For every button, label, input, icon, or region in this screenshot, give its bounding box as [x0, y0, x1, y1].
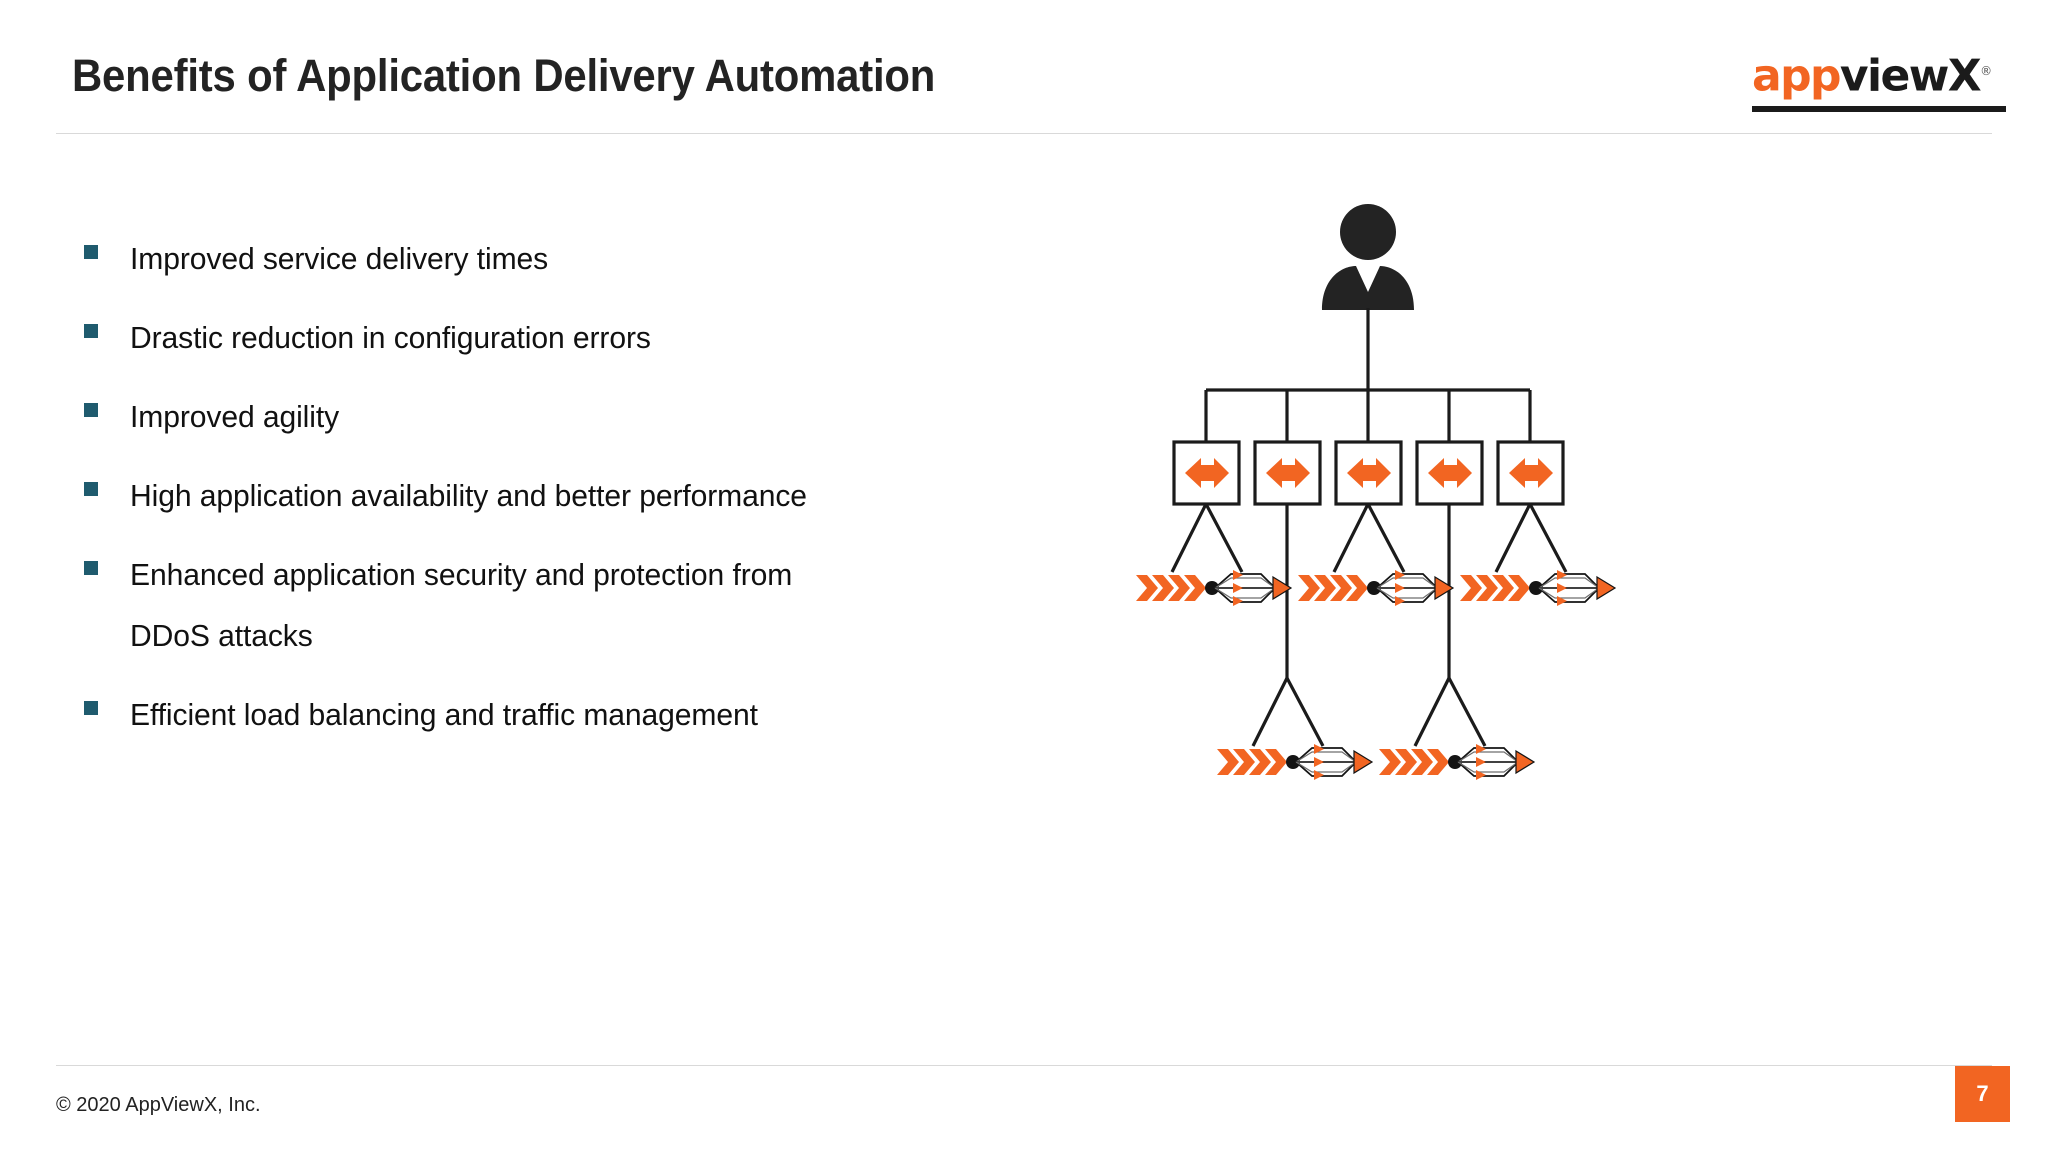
bullet-square-icon [84, 561, 98, 575]
lower-device-row [1217, 743, 1535, 781]
lower-trunk-connectors [1251, 504, 1487, 747]
page-title: Benefits of Application Delivery Automat… [72, 50, 936, 101]
bullet-square-icon [84, 245, 98, 259]
firewall-chevrons-icon [1217, 749, 1287, 775]
page-number-badge: 7 [1955, 1066, 2010, 1122]
switch-box [1496, 440, 1565, 506]
logo-viewx-text: viewX [1839, 50, 1982, 102]
switch-box [1334, 440, 1403, 506]
load-balancer-icon [1204, 569, 1292, 607]
footer-divider [56, 1065, 1992, 1066]
upper-device-row [1136, 569, 1616, 607]
registered-trademark-icon: ® [1980, 64, 1993, 78]
switch-boxes-group [1172, 440, 1565, 506]
list-item: Drastic reduction in configuration error… [84, 307, 904, 368]
list-item-label: Efficient load balancing and traffic man… [130, 697, 758, 732]
list-item: Enhanced application security and protec… [84, 544, 904, 666]
logo-wordmark: appviewX® [1752, 44, 2008, 104]
upper-branch-connectors [1170, 503, 1568, 573]
load-balancer-icon [1285, 743, 1373, 781]
user-person-icon [1322, 204, 1414, 310]
list-item-label: Improved agility [130, 399, 340, 434]
switch-box [1253, 440, 1322, 506]
bullet-square-icon [84, 482, 98, 496]
load-balancer-icon [1447, 743, 1535, 781]
list-item: Efficient load balancing and traffic man… [84, 684, 904, 745]
bullet-square-icon [84, 701, 98, 715]
firewall-chevrons-icon [1136, 575, 1206, 601]
logo-underline [1752, 106, 2006, 112]
list-item: High application availability and better… [84, 465, 904, 526]
header-divider [56, 133, 1992, 134]
slide-header: Benefits of Application Delivery Automat… [0, 0, 2048, 140]
copyright-text: © 2020 AppViewX, Inc. [56, 1094, 261, 1116]
list-item-label: Enhanced application security and protec… [130, 557, 793, 653]
topology-connectors [1204, 308, 1532, 442]
logo-app-text: app [1752, 50, 1841, 102]
list-item: Improved service delivery times [84, 228, 904, 289]
load-balancer-icon [1528, 569, 1616, 607]
list-item-label: Drastic reduction in configuration error… [130, 320, 651, 355]
list-item: Improved agility [84, 386, 904, 447]
network-topology-diagram [1060, 200, 1760, 940]
switch-box [1415, 440, 1484, 506]
list-item-label: High application availability and better… [130, 478, 807, 513]
switch-box [1172, 440, 1241, 506]
benefits-list: Improved service delivery times Drastic … [84, 228, 904, 763]
firewall-chevrons-icon [1379, 749, 1449, 775]
firewall-chevrons-icon [1460, 575, 1530, 601]
bullet-square-icon [84, 324, 98, 338]
firewall-chevrons-icon [1298, 575, 1368, 601]
list-item-label: Improved service delivery times [130, 241, 549, 276]
bullet-square-icon [84, 403, 98, 417]
load-balancer-icon [1366, 569, 1454, 607]
appviewx-logo: appviewX® [1752, 44, 2008, 114]
